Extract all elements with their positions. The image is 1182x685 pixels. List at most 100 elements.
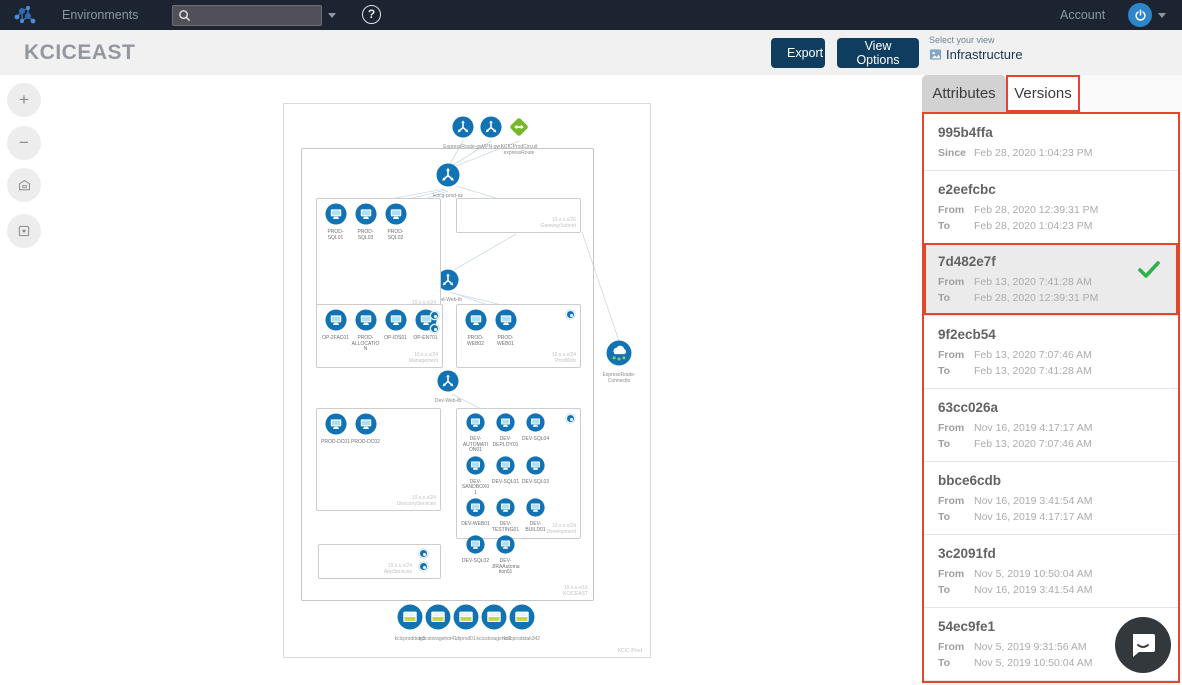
account-avatar[interactable]: [1128, 3, 1152, 27]
search-input[interactable]: [191, 9, 311, 22]
diagram-storage-node[interactable]: diprod01: [444, 604, 488, 642]
infrastructure-icon: [929, 49, 942, 60]
vm-icon: [496, 535, 515, 554]
diagram-vm-node[interactable]: DEV-SQL03: [521, 455, 550, 486]
center-icon: [18, 225, 30, 237]
view-options-button[interactable]: View Options: [837, 38, 919, 68]
page-title: KCICEAST: [24, 41, 136, 64]
zoom-in-button[interactable]: +: [7, 83, 41, 117]
vm-label: PROD-DC02: [351, 439, 380, 445]
diagram-vm-node[interactable]: PROD-SQL01: [321, 203, 350, 241]
nav-account[interactable]: Account: [1060, 8, 1106, 22]
diagram-vm-node[interactable]: OP-2FAC01: [321, 309, 350, 342]
node-label: ExpressRoute-Connectio: [602, 372, 636, 384]
diagram-vm-node[interactable]: PROD-SQL02: [381, 203, 410, 241]
diagram-node-hub[interactable]: kcicg-prod-az: [426, 163, 470, 199]
export-button[interactable]: Export: [771, 38, 825, 68]
diagram-vm-node[interactable]: DEV-JIRAAutomation01: [491, 535, 520, 576]
node-label: Prod-Web-lb: [434, 297, 462, 303]
version-entry[interactable]: 13bc80b0FromJul 24, 2019 3:53:44 PM: [924, 680, 1178, 681]
node-label: Dev-Web-lb: [434, 398, 462, 404]
nav-environments[interactable]: Environments: [62, 8, 139, 22]
diagram-node-prod-web-lb[interactable]: Prod-Web-lb: [426, 269, 470, 303]
account-caret-icon[interactable]: [1158, 13, 1166, 18]
diagram-vm-node[interactable]: DEV-AUTOMATION01: [461, 413, 490, 454]
load-balancer-icon: [437, 269, 459, 291]
version-hash: 3c2091fd: [938, 546, 996, 561]
diagram-node-circuit[interactable]: KCICProdCircuit expressRoute: [497, 116, 541, 156]
vm-icon: [384, 203, 407, 225]
diagram-vm-node[interactable]: OP-IDS01: [381, 309, 410, 342]
vm-label: DEV-TESTING01: [491, 521, 520, 533]
top-nav: Environments ? Account: [0, 0, 1182, 30]
diagram-node-vpn-gw[interactable]: VPN-gw: [469, 116, 513, 150]
diagram-node-expressroute-connection[interactable]: ExpressRoute-Connectio: [597, 340, 641, 384]
diagram-storage-node[interactable]: kcicstoragehot2: [472, 604, 516, 642]
diagram-vm-node[interactable]: PROD-SQL03: [351, 203, 380, 241]
load-balancer-icon: [436, 163, 460, 187]
diagram-vm-node[interactable]: DEV-SQL02: [461, 535, 490, 565]
search-box[interactable]: [172, 5, 322, 26]
diagram-vm-node[interactable]: PROD-ALLOCATION: [351, 309, 380, 353]
diagram-vm-node[interactable]: PROD-DC01: [321, 413, 350, 446]
diagram-vm-node[interactable]: DEV-WEB01: [461, 498, 490, 528]
diagram-vm-node[interactable]: DEV-DEPLOY01: [491, 413, 520, 448]
diagram-storage-node[interactable]: kcicproddiag5: [388, 604, 432, 642]
diagram-node-expressroute-gw[interactable]: ExpressRoute-gw: [441, 116, 485, 150]
version-hash: bbce6cdb: [938, 473, 1002, 488]
help-icon[interactable]: ?: [362, 5, 381, 24]
diagram-node-dev-web-lb[interactable]: Dev-Web-lb: [426, 370, 470, 404]
tab-versions[interactable]: Versions: [1006, 75, 1080, 112]
tab-attributes[interactable]: Attributes: [922, 75, 1006, 112]
zoom-out-button[interactable]: −: [7, 126, 41, 160]
diagram-vm-node[interactable]: PROD-WEB01: [491, 309, 520, 347]
diagram-vm-node[interactable]: PROD-DC02: [351, 413, 380, 446]
expressroute-connection-icon: [606, 340, 632, 366]
center-view-button[interactable]: [7, 214, 41, 248]
diagram-vm-node[interactable]: DEV-TESTING01: [491, 498, 520, 533]
diagram-canvas[interactable]: ExpressRoute-gw VPN-gw KCICProdCircuit e…: [283, 103, 651, 658]
diagram-vm-node[interactable]: DEV-SANDBOX01: [461, 455, 490, 497]
vm-icon: [466, 498, 485, 517]
diagram-vm-node[interactable]: PROD-WEB02: [461, 309, 490, 347]
brand-logo-icon[interactable]: [12, 2, 38, 28]
diagram-vm-node[interactable]: DEV-SQL01: [491, 455, 520, 486]
diagram-vm-node[interactable]: DEV-BUILD01: [521, 498, 550, 533]
node-label: diprod01: [456, 636, 476, 642]
diagram-storage-node[interactable]: kcicprodstak342: [500, 604, 544, 642]
diagram-storage-node[interactable]: kcicstoragehot41: [416, 604, 460, 642]
vm-label: DEV-JIRAAutomation01: [491, 558, 520, 575]
vm-icon: [496, 455, 515, 475]
selected-check-icon: [1138, 261, 1160, 278]
vm-label: PROD-SQL03: [357, 229, 374, 241]
view-selector[interactable]: Select your view Infrastructure: [929, 35, 1023, 62]
badge-icon: [430, 324, 439, 333]
vm-icon: [466, 455, 485, 475]
search-dropdown-caret-icon[interactable]: [328, 13, 336, 18]
vm-label: DEV-WEB01: [461, 521, 490, 527]
chat-widget-button[interactable]: [1115, 617, 1171, 673]
storage-account-icon: [509, 604, 535, 630]
fit-to-view-button[interactable]: [7, 168, 41, 202]
diagram-vm-node[interactable]: DEV-SQL04: [521, 413, 550, 443]
